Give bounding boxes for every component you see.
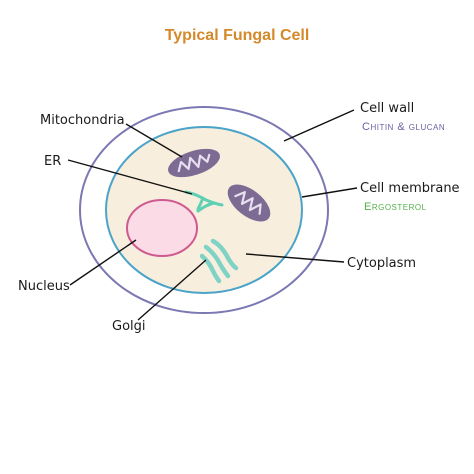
leader-cytoplasm bbox=[245, 253, 345, 263]
label-cell-membrane-composition: Ergosterol bbox=[364, 201, 427, 213]
nucleus bbox=[126, 199, 198, 257]
label-cell-wall-composition: Chitin & glucan bbox=[362, 121, 445, 133]
label-mitochondria: Mitochondria bbox=[40, 113, 125, 128]
leader-er bbox=[67, 159, 193, 195]
mitochondrion-lower bbox=[227, 184, 271, 222]
label-golgi: Golgi bbox=[112, 319, 146, 334]
label-cell-membrane: Cell membrane bbox=[360, 181, 460, 196]
leader-nucleus bbox=[69, 239, 137, 286]
leader-lines bbox=[67, 109, 358, 321]
label-nucleus: Nucleus bbox=[18, 279, 70, 294]
leader-mitochondria bbox=[125, 123, 183, 158]
leader-cell-membrane bbox=[301, 187, 358, 198]
golgi-apparatus bbox=[199, 238, 239, 284]
label-cytoplasm: Cytoplasm bbox=[347, 256, 416, 271]
label-cell-wall: Cell wall bbox=[360, 101, 414, 116]
leader-cell-wall bbox=[283, 109, 355, 142]
leader-golgi bbox=[137, 259, 207, 321]
label-er: ER bbox=[44, 154, 61, 169]
diagram-title: Typical Fungal Cell bbox=[165, 27, 310, 44]
